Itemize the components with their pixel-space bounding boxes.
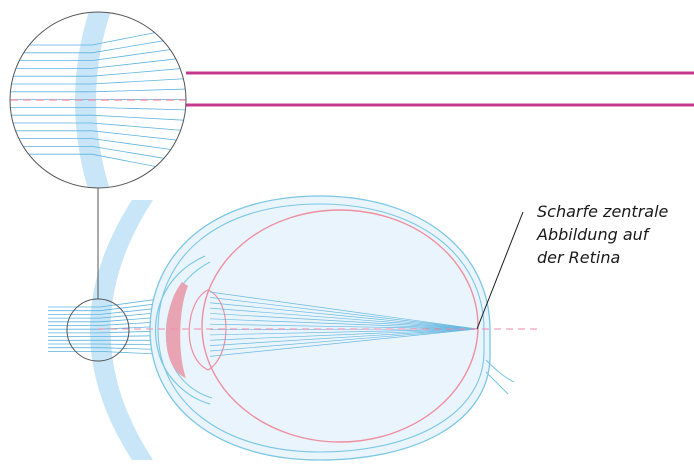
iris: [166, 282, 188, 378]
eye-globe-outer: [149, 195, 491, 461]
annotation-text: Scharfe zentrale Abbildung auf der Retin…: [537, 200, 694, 269]
magnified-ray-out: [91, 67, 186, 77]
annotation-line-1: Scharfe zentrale: [537, 202, 669, 221]
magnified-ray-out: [91, 56, 186, 69]
magnified-ray-out: [91, 107, 186, 111]
annotation-line-3: der Retina: [537, 248, 621, 267]
eye-globe-inner: [157, 203, 485, 453]
magnified-lens: [75, 12, 112, 188]
eye-ray: [209, 328, 478, 352]
eye-ray: [209, 313, 478, 330]
eye-ray: [209, 318, 478, 330]
optic-nerve: [485, 359, 515, 395]
cornea: [154, 255, 211, 405]
magnifier-circle: [9, 11, 187, 189]
spectacle-lens: [90, 200, 153, 460]
eye-ray: [209, 328, 478, 346]
eye-ray: [209, 328, 478, 357]
magnified-ray-out: [91, 78, 186, 85]
eye-ray: [209, 328, 478, 336]
eye-ray: [209, 291, 478, 330]
eye-ray: [209, 297, 478, 330]
magnified-ray-out: [91, 88, 186, 93]
eye-ray: [209, 323, 478, 330]
eye-ray: [209, 307, 478, 330]
magnified-ray-out: [91, 122, 186, 132]
eye-ray: [209, 302, 478, 330]
annotation-pointer: [476, 211, 524, 330]
annotation-line-2: Abbildung auf: [537, 225, 649, 244]
eye-ray: [209, 328, 478, 341]
magnified-ray-out: [91, 114, 186, 121]
magnified-ray-out: [91, 130, 186, 142]
